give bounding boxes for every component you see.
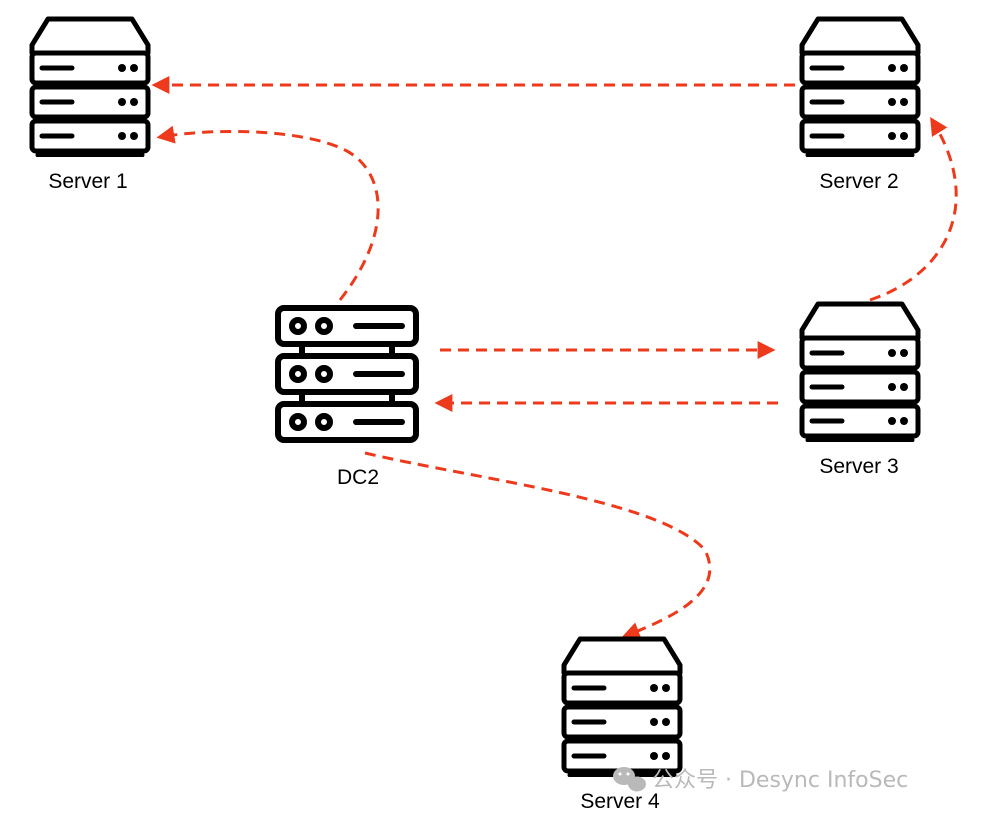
- watermark: 公众号 · Desync InfoSec: [613, 767, 908, 793]
- domain-controller-icon: [278, 308, 416, 440]
- node-label-server2: Server 2: [819, 170, 898, 193]
- edge-dc2-to-server1: [156, 125, 380, 301]
- node-server1: Server 1: [32, 19, 148, 193]
- node-label-server4: Server 4: [580, 790, 660, 813]
- edge-dc2-to-server4: [364, 451, 712, 640]
- edge-server3-to-server2: [869, 116, 958, 302]
- server-icon: [564, 639, 680, 775]
- server-icon: [32, 19, 148, 155]
- node-server2: Server 2: [802, 19, 918, 193]
- node-server3: Server 3: [802, 304, 918, 478]
- node-dc2: DC2: [278, 308, 416, 489]
- wechat-icon: [613, 767, 646, 792]
- server-icon: [802, 19, 918, 155]
- server-icon: [802, 304, 918, 440]
- node-label-server3: Server 3: [819, 455, 898, 478]
- node-server4: Server 4: [564, 639, 680, 813]
- node-label-server1: Server 1: [48, 170, 127, 193]
- node-label-dc2: DC2: [337, 466, 379, 489]
- watermark-text: 公众号 · Desync InfoSec: [652, 768, 908, 793]
